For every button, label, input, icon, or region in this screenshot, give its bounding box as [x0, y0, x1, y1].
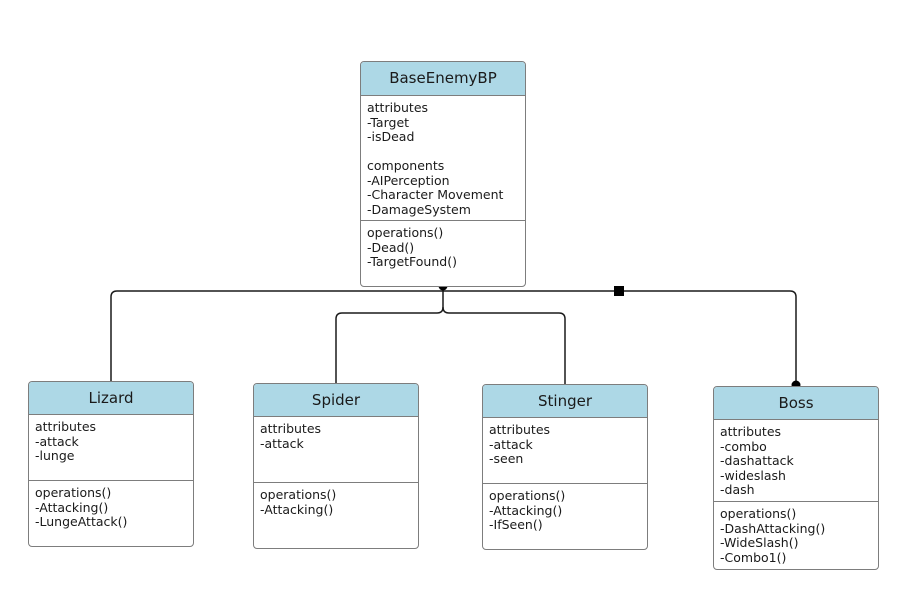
operations-label: operations()	[367, 225, 444, 240]
class-name: BaseEnemyBP	[361, 62, 525, 96]
operation-item: -LungeAttack()	[35, 514, 128, 529]
operation-item: -IfSeen()	[489, 517, 543, 532]
operation-item: -DashAttacking()	[720, 520, 826, 536]
operation-item: -Attacking()	[35, 499, 109, 515]
attributes-section: attributes -attack	[254, 417, 418, 482]
operations-label: operations()	[35, 485, 112, 500]
operation-item: -Combo1()	[720, 549, 787, 565]
class-name: Lizard	[29, 382, 193, 415]
connector-square-marker	[614, 286, 624, 296]
attribute-item: -lunge	[35, 448, 75, 463]
attribute-item: -wideslash	[720, 467, 786, 483]
attributes-section: attributes -combo -dashattack -wideslash…	[714, 420, 878, 501]
attribute-item: -attack	[260, 435, 304, 451]
class-boss: Boss attributes -combo -dashattack -wide…	[713, 386, 879, 570]
operation-item: -TargetFound()	[367, 254, 457, 269]
component-item: -DamageSystem	[367, 201, 471, 217]
attributes-section: attributes -Target -isDead components -A…	[361, 96, 525, 220]
attribute-item: -isDead	[367, 129, 415, 144]
class-name: Spider	[254, 384, 418, 417]
operations-section: operations() -Attacking()	[254, 482, 418, 517]
operation-item: -WideSlash()	[720, 535, 799, 550]
attributes-label: attributes	[260, 421, 322, 436]
operation-item: -Attacking()	[489, 502, 563, 518]
attributes-label: attributes	[367, 100, 429, 115]
connector-stinger	[442, 306, 566, 384]
operations-section: operations() -Attacking() -LungeAttack()	[29, 480, 193, 530]
operations-label: operations()	[720, 506, 797, 521]
attribute-item: -attack	[35, 433, 79, 449]
attribute-item: -dashattack	[720, 453, 794, 468]
connector-spider	[335, 291, 444, 383]
spacer	[367, 145, 519, 160]
attributes-section: attributes -attack -seen	[483, 418, 647, 483]
operation-item: -Dead()	[367, 239, 415, 255]
attribute-item: -attack	[489, 436, 533, 452]
attribute-item: -Target	[367, 114, 410, 130]
class-spider: Spider attributes -attack operations() -…	[253, 383, 419, 549]
component-item: -Character Movement	[367, 187, 504, 202]
operation-item: -Attacking()	[260, 501, 334, 517]
connector-boss	[443, 290, 797, 385]
operations-section: operations() -Attacking() -IfSeen()	[483, 483, 647, 533]
attribute-item: -seen	[489, 451, 524, 466]
attributes-section: attributes -attack -lunge	[29, 415, 193, 480]
class-name: Stinger	[483, 385, 647, 418]
class-base-enemy: BaseEnemyBP attributes -Target -isDead c…	[360, 61, 526, 287]
connector-lizard	[110, 286, 444, 381]
component-item: -AIPerception	[367, 172, 450, 188]
operations-label: operations()	[489, 488, 566, 503]
operations-section: operations() -Dead() -TargetFound()	[361, 220, 525, 270]
operations-label: operations()	[260, 487, 337, 502]
attribute-item: -dash	[720, 482, 755, 497]
operations-section: operations() -DashAttacking() -WideSlash…	[714, 501, 878, 565]
attribute-item: -combo	[720, 438, 767, 454]
components-label: components	[367, 158, 445, 173]
attributes-label: attributes	[489, 422, 551, 437]
attributes-label: attributes	[35, 419, 97, 434]
class-lizard: Lizard attributes -attack -lunge operati…	[28, 381, 194, 547]
class-name: Boss	[714, 387, 878, 420]
attributes-label: attributes	[720, 424, 782, 439]
class-stinger: Stinger attributes -attack -seen operati…	[482, 384, 648, 550]
